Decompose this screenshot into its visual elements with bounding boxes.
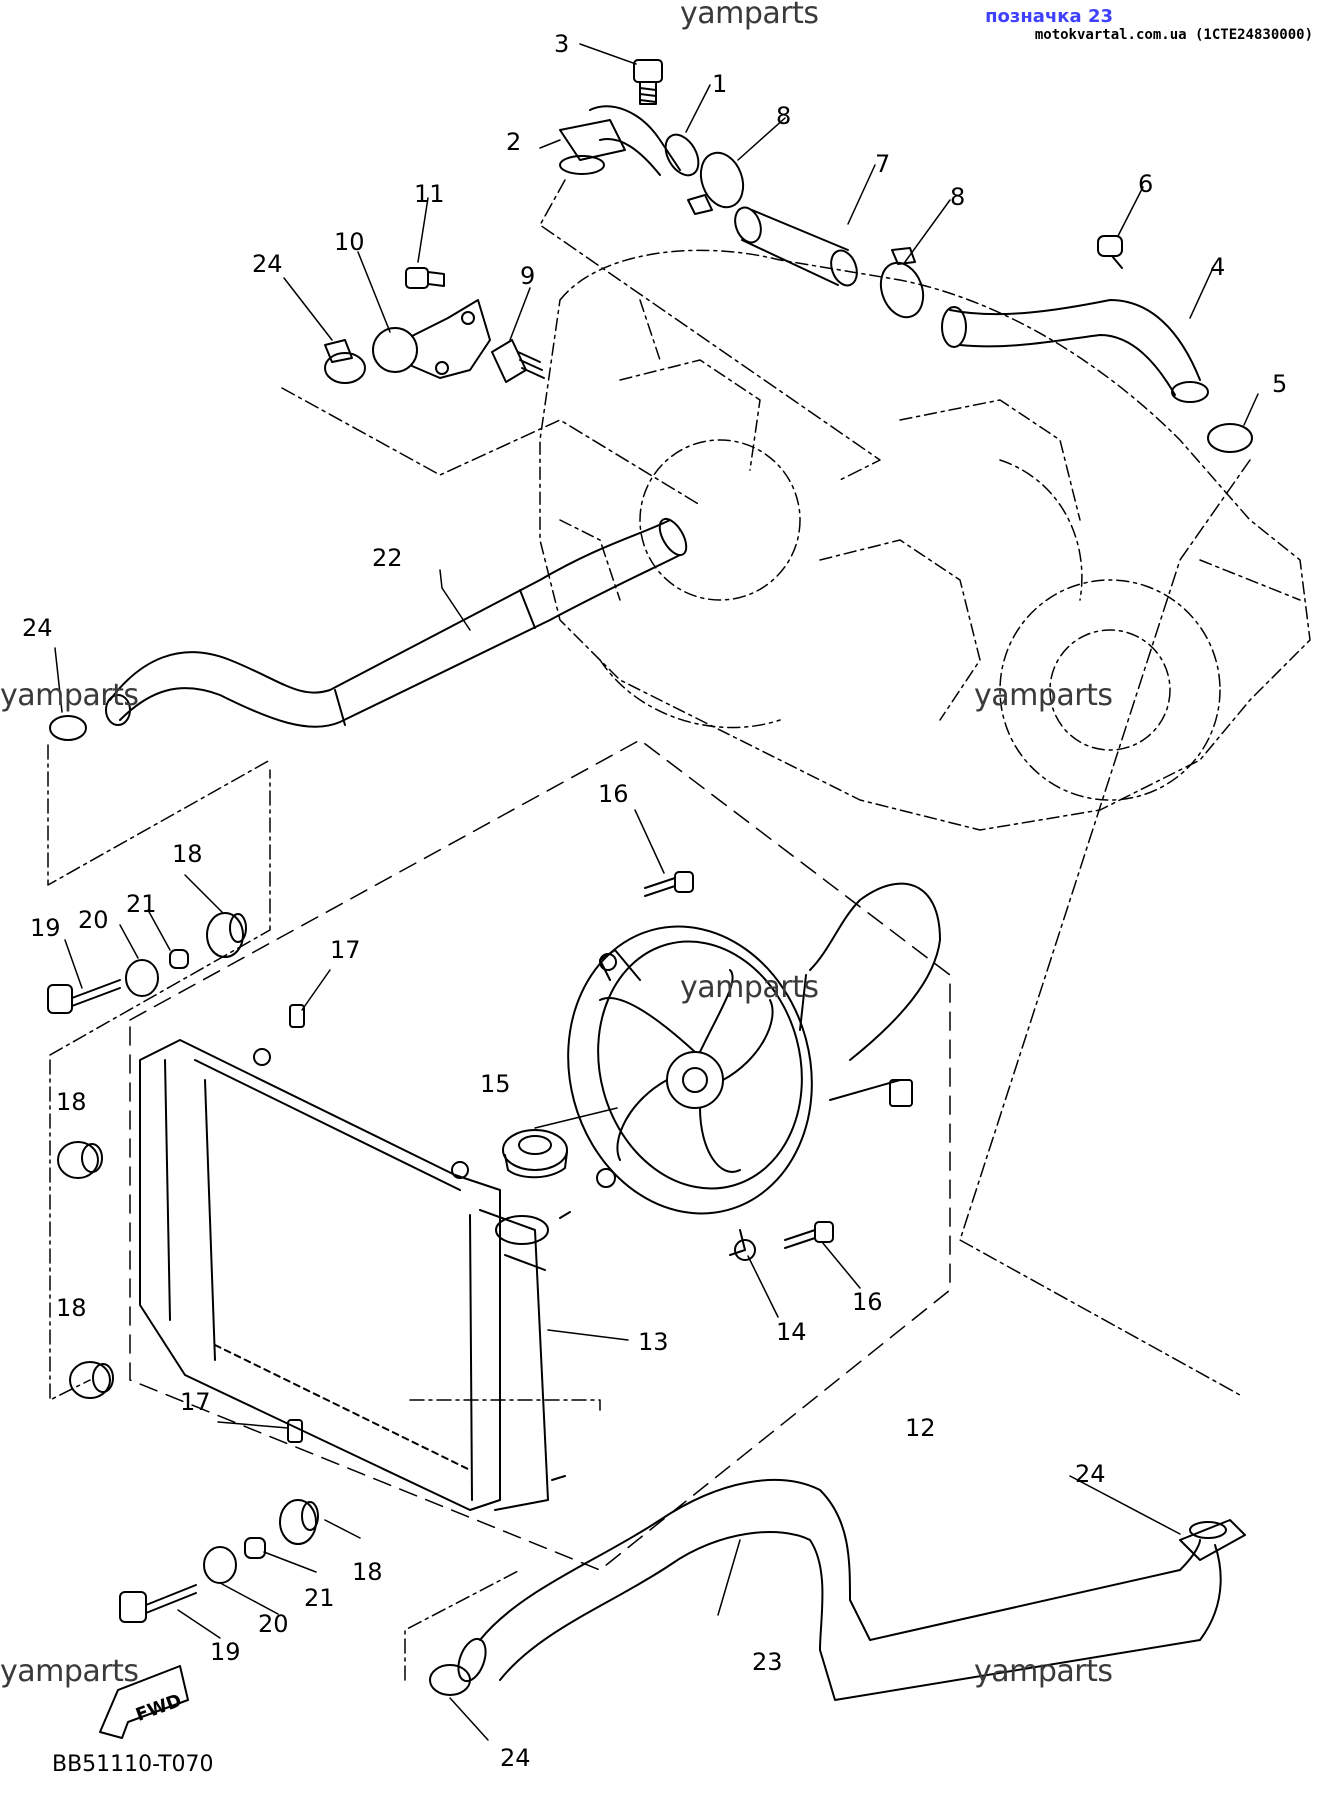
clip-17a	[289, 1004, 305, 1028]
label-part-19b: 19	[210, 1638, 241, 1666]
radiator-13	[139, 1039, 571, 1511]
hose-clamp-24b	[49, 715, 87, 741]
washer-20a	[125, 959, 159, 997]
label-part-18c: 18	[56, 1294, 87, 1322]
mount-frame-upper	[47, 744, 271, 886]
grommet-18d	[279, 1499, 319, 1545]
label-part-3: 3	[554, 30, 569, 58]
engine-outline	[539, 249, 1311, 831]
watermark-right-lower: yamparts	[974, 1654, 1113, 1689]
mount-frame-lower	[49, 1059, 91, 1401]
engine-link-2	[281, 387, 701, 506]
watermark-top: yamparts	[680, 0, 819, 31]
label-part-12: 12	[905, 1414, 936, 1442]
bolt-11	[405, 267, 445, 289]
clip-17b	[287, 1419, 303, 1443]
bolt-19b	[119, 1584, 197, 1623]
thermostat-9	[491, 339, 545, 383]
label-part-6: 6	[1138, 170, 1153, 198]
label-part-16b: 16	[852, 1288, 883, 1316]
label-part-23: 23	[752, 1648, 783, 1676]
label-part-24a: 24	[252, 250, 283, 278]
label-part-18b: 18	[56, 1088, 87, 1116]
engine-link-3	[959, 459, 1251, 1396]
bolt-3	[633, 59, 663, 105]
label-part-22: 22	[372, 544, 403, 572]
header-link[interactable]: позначка 23	[985, 6, 1113, 27]
label-part-21a: 21	[126, 890, 157, 918]
radiator-hose-23	[457, 1479, 1246, 1701]
engine-link-1	[539, 179, 881, 481]
leader-lines	[54, 43, 1259, 1741]
label-part-2: 2	[506, 128, 521, 156]
collar-21b	[244, 1537, 266, 1559]
label-part-5: 5	[1272, 370, 1287, 398]
o-ring-5	[1207, 423, 1253, 453]
hose-clamp-8b	[879, 247, 925, 319]
label-part-17b: 17	[180, 1388, 211, 1416]
label-part-17a: 17	[330, 936, 361, 964]
assembly-frame	[129, 739, 951, 1571]
watermark-left-upper: yamparts	[0, 678, 139, 713]
label-part-24b: 24	[22, 614, 53, 642]
grommet-18b	[57, 1141, 103, 1179]
mount-frame-middle	[49, 769, 271, 1056]
label-part-14: 14	[776, 1318, 807, 1346]
label-part-24c: 24	[1075, 1460, 1106, 1488]
label-part-21b: 21	[304, 1584, 335, 1612]
fwd-arrow-icon	[99, 1665, 189, 1739]
label-part-9: 9	[520, 262, 535, 290]
hose-clamp-8a	[687, 151, 745, 215]
label-part-19a: 19	[30, 914, 61, 942]
grommet-18a	[206, 912, 247, 958]
radiator-hose-22	[105, 517, 688, 728]
radiator-cap-15	[502, 1129, 568, 1179]
label-part-4: 4	[1210, 253, 1225, 281]
bolt-16a	[644, 871, 694, 897]
watermark-left-lower: yamparts	[0, 1654, 139, 1689]
mount-frame-bottom	[409, 1399, 601, 1411]
label-part-15: 15	[480, 1070, 511, 1098]
label-part-18a: 18	[172, 840, 203, 868]
diagram-code: BB51110-T070	[52, 1752, 214, 1777]
label-part-24d: 24	[500, 1744, 531, 1772]
label-part-10: 10	[334, 228, 365, 256]
grommet-18c	[69, 1361, 114, 1399]
bolt-16b	[784, 1221, 834, 1249]
hose-clamp-24d	[429, 1664, 471, 1696]
label-part-16a: 16	[598, 780, 629, 808]
watermark-right-upper: yamparts	[974, 678, 1113, 713]
o-ring-2	[559, 155, 605, 175]
pipe-4	[941, 299, 1209, 403]
label-part-11: 11	[414, 180, 445, 208]
label-part-7: 7	[875, 150, 890, 178]
label-part-20a: 20	[78, 906, 109, 934]
header-site-code: motokvartal.com.ua (1CTE24830000)	[1034, 27, 1313, 43]
bolt-6	[1097, 235, 1123, 269]
fan-assembly-14	[567, 882, 941, 1261]
label-part-8a: 8	[776, 102, 791, 130]
collar-21a	[169, 949, 189, 969]
watermark-center: yamparts	[680, 970, 819, 1005]
hose-clamp-24a	[324, 339, 366, 384]
label-part-8b: 8	[950, 183, 965, 211]
elbow-pipe-1	[559, 105, 700, 177]
washer-20b	[203, 1546, 237, 1584]
hose-7	[734, 206, 858, 287]
label-part-1: 1	[712, 70, 727, 98]
bolt-19a	[47, 979, 121, 1014]
fwd-label: FWD	[133, 1690, 184, 1726]
label-part-20b: 20	[258, 1610, 289, 1638]
thermostat-cover-10	[372, 299, 491, 379]
lower-hose-frame	[404, 1569, 521, 1681]
label-part-13: 13	[638, 1328, 669, 1356]
label-part-18d: 18	[352, 1558, 383, 1586]
